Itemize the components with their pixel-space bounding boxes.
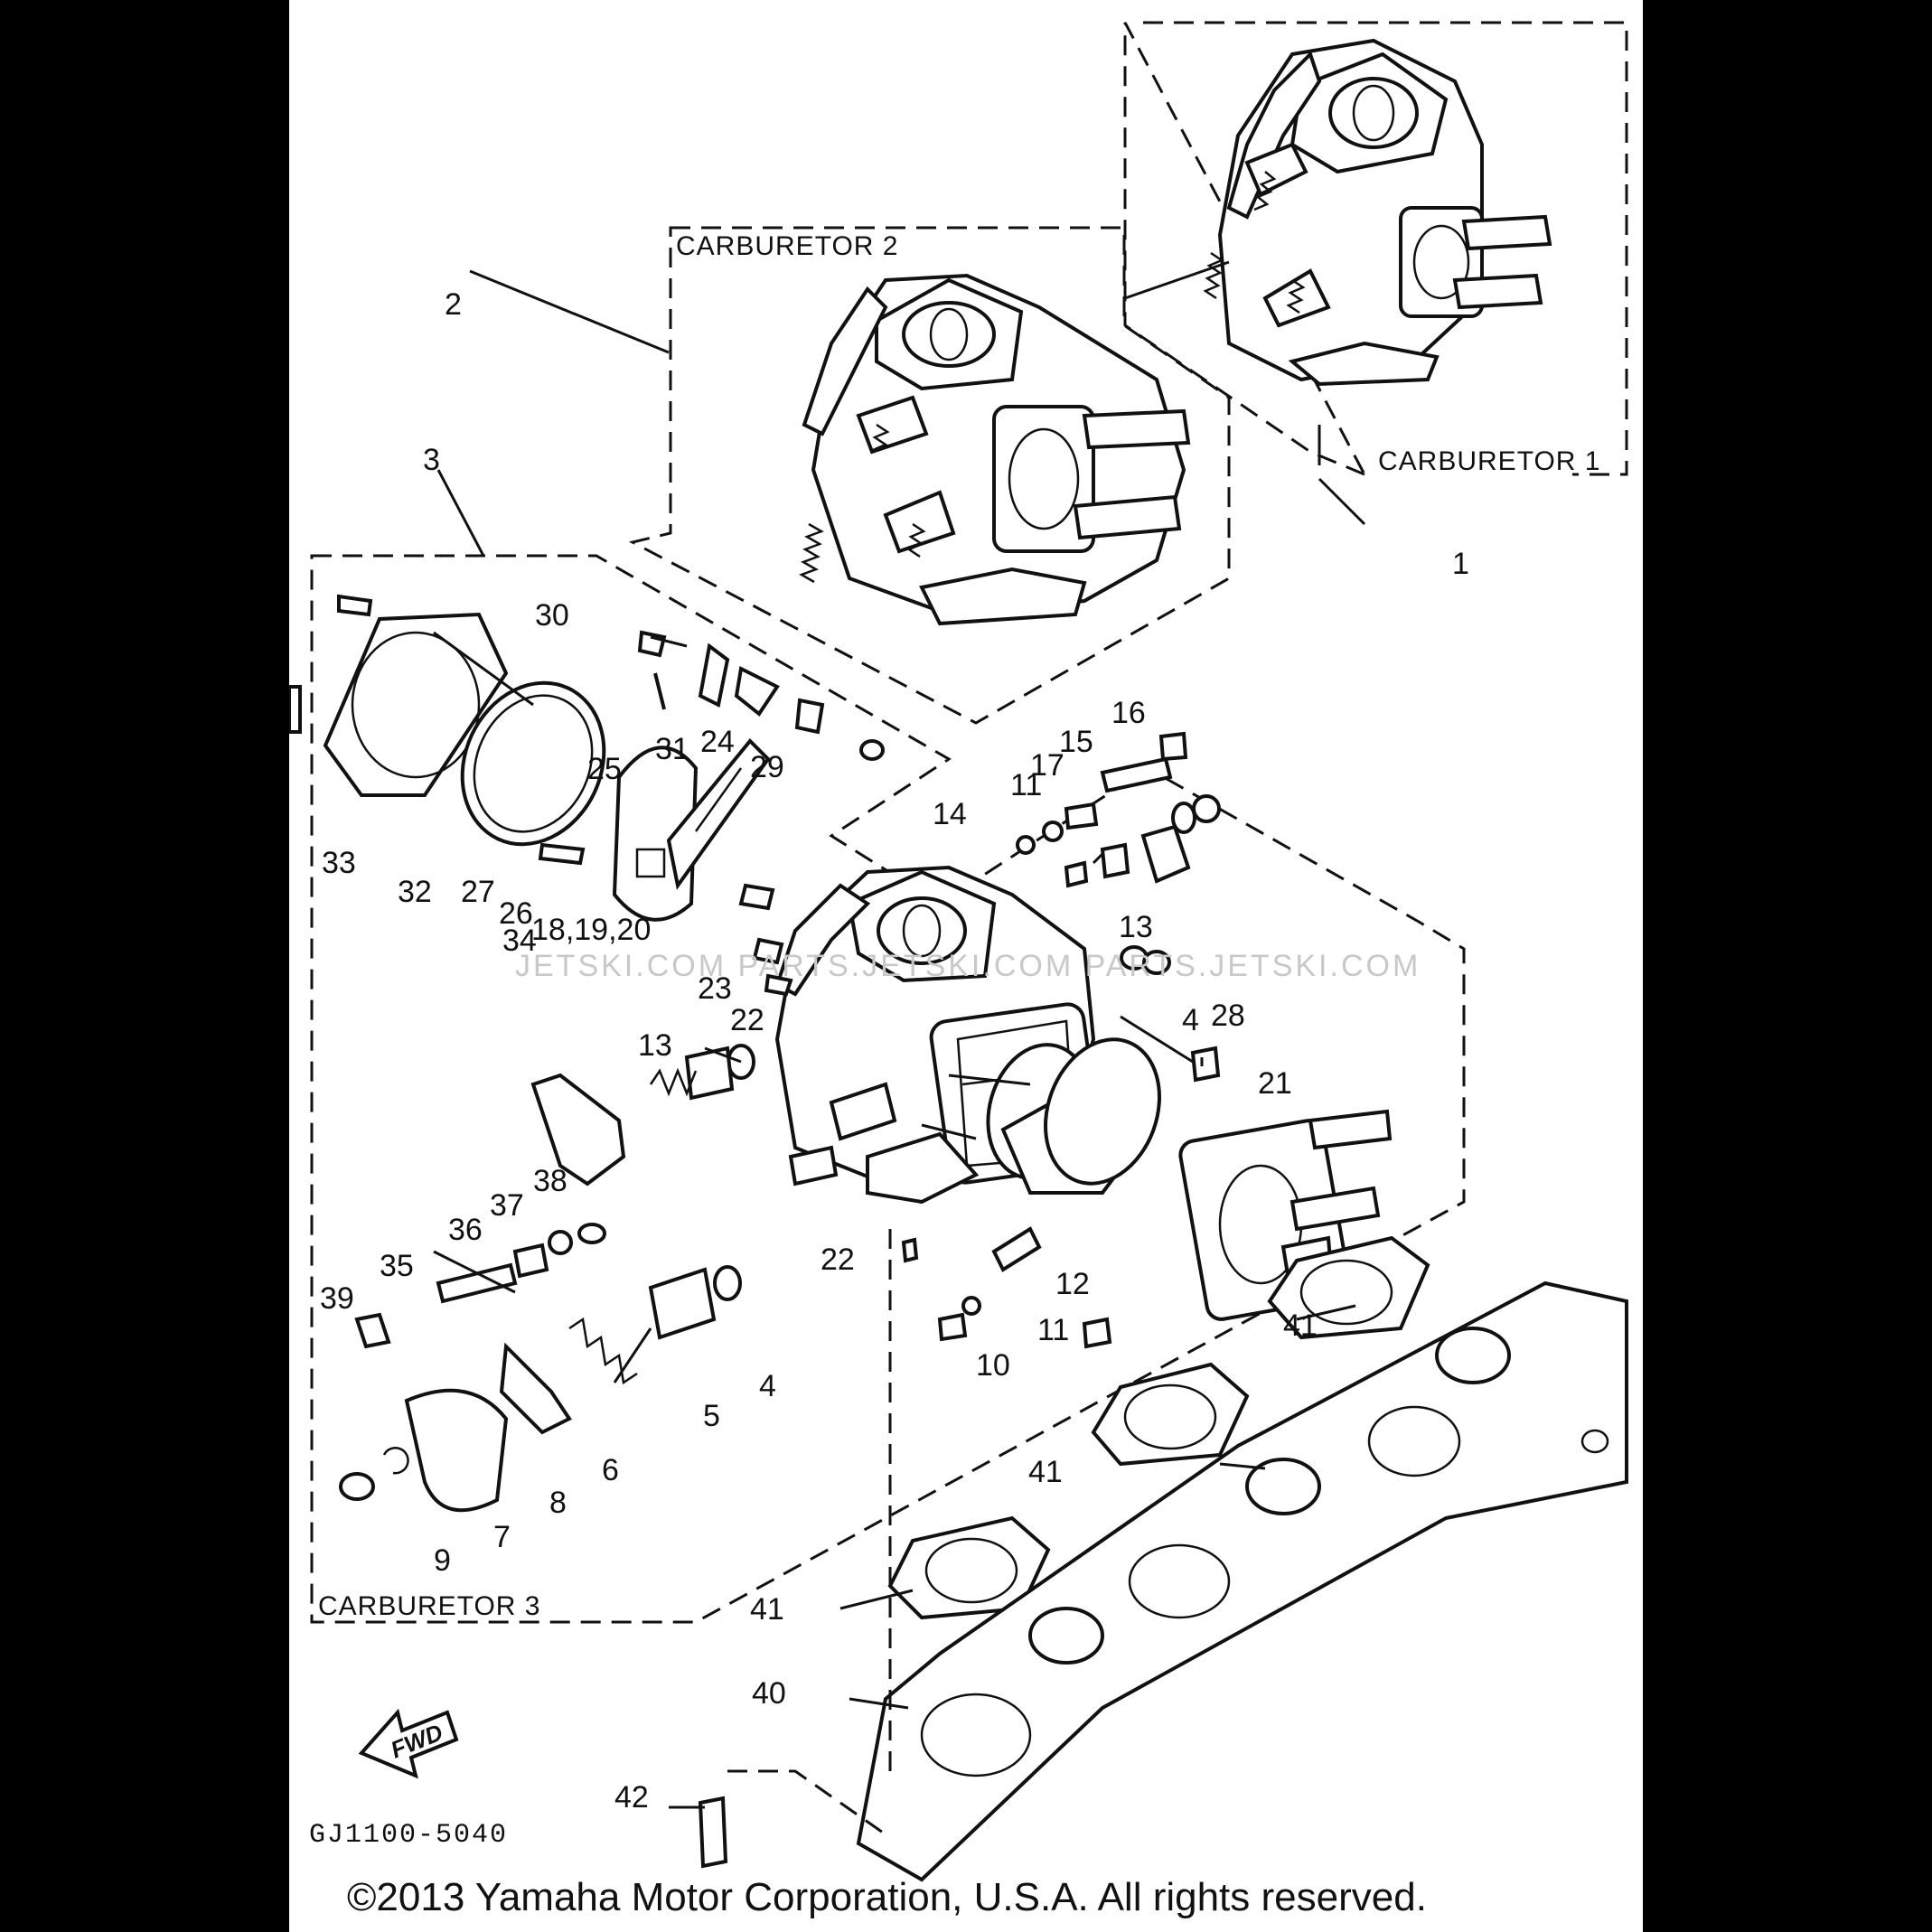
callout-15: 15 <box>1059 725 1093 759</box>
callout-38: 38 <box>533 1164 567 1198</box>
intake-manifold-drawing <box>698 1229 1628 1882</box>
callout-35: 35 <box>380 1249 414 1283</box>
callout-6: 6 <box>602 1453 619 1487</box>
callout-1: 1 <box>1452 547 1469 581</box>
carburetor-2-box: CARBURETOR 2 <box>628 226 1231 725</box>
callout-22-b: 22 <box>821 1243 855 1277</box>
carburetor-2-label: CARBURETOR 2 <box>676 231 899 261</box>
callout-41-c: 41 <box>750 1592 784 1627</box>
callout-25: 25 <box>587 752 622 786</box>
callout-11-b: 11 <box>1037 1313 1069 1347</box>
callout-4-a: 4 <box>1182 1003 1199 1037</box>
exploded-parts-diagram: CARBURETOR 1 CARBURETOR 2 CARBURETOR 3 <box>289 21 1628 1919</box>
callout-numbers: 1 2 3 4 4 5 6 7 8 9 10 11 11 12 13 13 14… <box>320 287 1469 1815</box>
callout-24: 24 <box>700 725 735 759</box>
watermark: JETSKI.COM PARTS.JETSKI.COM PARTS.JETSKI… <box>515 949 1421 983</box>
callout-14: 14 <box>933 797 967 831</box>
callout-41-a: 41 <box>1283 1308 1318 1343</box>
callout-17: 17 <box>1030 748 1064 783</box>
callout-32: 32 <box>398 875 432 909</box>
callout-37: 37 <box>490 1188 524 1223</box>
carburetor-1-drawing <box>1203 38 1552 526</box>
callout-41-b: 41 <box>1028 1455 1063 1489</box>
copyright-notice: ©2013 Yamaha Motor Corporation, U.S.A. A… <box>347 1875 1427 1919</box>
part-42-bolt <box>698 1796 728 1869</box>
callout-7: 7 <box>493 1520 511 1554</box>
callout-13-a: 13 <box>1119 910 1153 944</box>
part-34-gasket <box>666 738 771 890</box>
part-32-diaphragm <box>460 680 606 847</box>
callout-27: 27 <box>461 875 495 909</box>
callout-31: 31 <box>655 732 689 766</box>
leader-lines <box>433 631 1356 1809</box>
callout-11-a: 11 <box>1010 768 1042 802</box>
callout-33: 33 <box>322 846 356 880</box>
callout-34: 34 <box>502 924 537 958</box>
callout-29: 29 <box>750 750 784 784</box>
callout-3: 3 <box>423 443 440 477</box>
carburetor-1-label: CARBURETOR 1 <box>1378 446 1601 476</box>
callout-18-19-20: 18,19,20 <box>531 913 651 947</box>
carburetor-2-drawing <box>436 260 1230 626</box>
callout-21: 21 <box>1258 1066 1292 1101</box>
callout-10: 10 <box>976 1348 1010 1383</box>
carburetor-3-parts <box>289 594 1221 1513</box>
callout-42: 42 <box>614 1780 649 1815</box>
callout-12: 12 <box>1055 1267 1090 1301</box>
callout-39: 39 <box>320 1281 354 1316</box>
callout-30: 30 <box>535 598 569 633</box>
callout-40: 40 <box>752 1676 786 1711</box>
callout-5: 5 <box>703 1399 720 1433</box>
part-33-cover <box>323 612 509 797</box>
callout-26: 26 <box>499 896 533 931</box>
callout-9: 9 <box>434 1543 451 1578</box>
callout-22-a: 22 <box>730 1003 764 1037</box>
part-40-manifold <box>856 1280 1628 1882</box>
callout-4-b: 4 <box>759 1369 776 1403</box>
diagram-sheet: CARBURETOR 1 CARBURETOR 2 CARBURETOR 3 <box>289 0 1643 1932</box>
gasket-41-b <box>1091 1362 1250 1467</box>
callout-8: 8 <box>549 1486 567 1520</box>
carburetor-1-box: CARBURETOR 1 <box>1123 21 1628 477</box>
callout-16: 16 <box>1111 696 1146 730</box>
forward-arrow-icon: FWD <box>358 1708 459 1779</box>
gasket-41-a <box>1267 1235 1430 1340</box>
callout-2: 2 <box>445 287 462 322</box>
callout-36: 36 <box>448 1213 483 1247</box>
carburetor-3-box: CARBURETOR 3 <box>310 554 1466 1624</box>
callout-23: 23 <box>698 971 732 1006</box>
carburetor-3-label: CARBURETOR 3 <box>318 1591 541 1621</box>
callout-28: 28 <box>1211 999 1245 1033</box>
callout-13-b: 13 <box>638 1028 672 1063</box>
drawing-code: GJ1100-5040 <box>309 1820 508 1851</box>
